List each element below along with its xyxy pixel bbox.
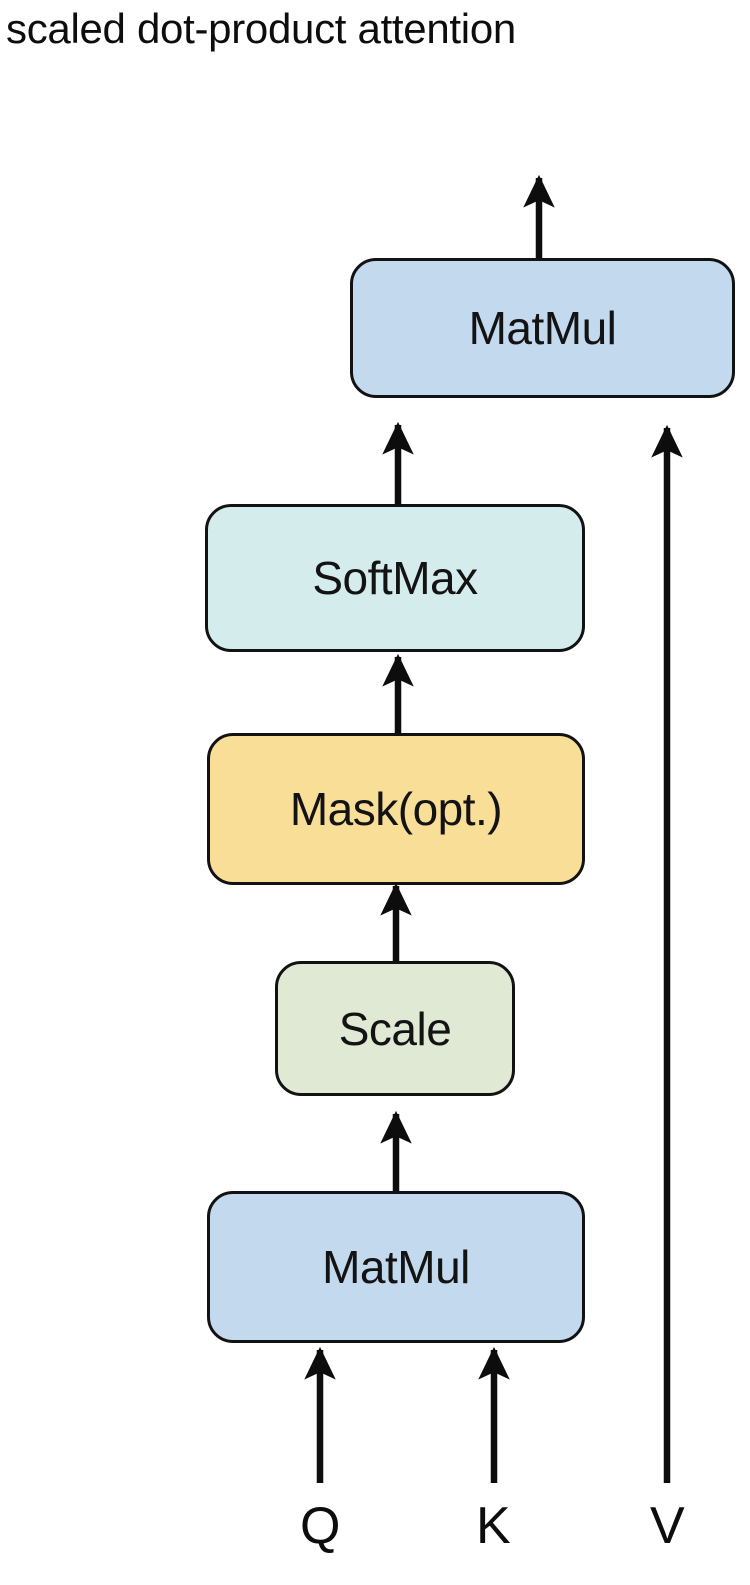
node-matmul-bottom-label: MatMul bbox=[322, 1241, 470, 1293]
input-label-k: K bbox=[476, 1497, 511, 1555]
input-label-q: Q bbox=[300, 1497, 341, 1555]
node-scale-label: Scale bbox=[338, 1002, 452, 1055]
node-softmax[interactable]: SoftMax bbox=[205, 504, 585, 652]
input-label-v: V bbox=[650, 1497, 685, 1555]
node-scale[interactable]: Scale bbox=[275, 961, 515, 1096]
node-mask[interactable]: Mask(opt.) bbox=[207, 733, 585, 885]
node-matmul-top-label: MatMul bbox=[468, 302, 617, 354]
node-mask-label: Mask(opt.) bbox=[289, 783, 503, 835]
diagram-title: scaled dot-product attention bbox=[6, 5, 516, 52]
node-matmul-bottom[interactable]: MatMul bbox=[207, 1191, 585, 1343]
node-matmul-top[interactable]: MatMul bbox=[350, 258, 735, 398]
node-softmax-label: SoftMax bbox=[312, 552, 478, 604]
